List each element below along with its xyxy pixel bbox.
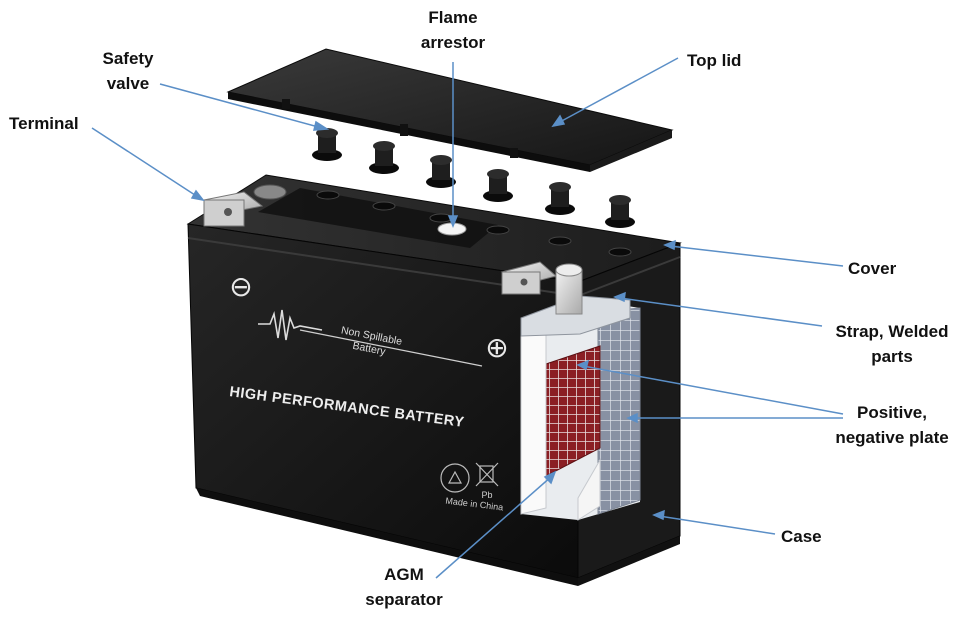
negative-terminal [202,184,287,227]
agm-separator-strip [520,325,547,515]
label-strap-line2: parts [871,346,913,366]
label-top-lid: Top lid [687,51,742,70]
plus-symbol: ⊕ [485,331,508,364]
label-flame-arrestor-line1: Flame [428,8,478,27]
positive-terminal [500,261,558,295]
leader-lines [91,57,844,579]
label-safety-valve: Safety valve [88,47,168,96]
minus-symbol: ⊖ [229,270,252,303]
recycle-icon [440,463,470,493]
cutaway-section [520,263,641,521]
label-case: Case [781,527,822,546]
label-plate-line2: negative plate [835,427,949,447]
label-safety-valve-line1: Safety [102,49,154,68]
label-plate-line1: Positive, [857,403,927,422]
label-agm-line2: separator [365,589,443,609]
label-strap-line1: Strap, Welded [835,322,949,341]
label-terminal: Terminal [9,114,79,133]
label-agm-separator: AGM separator [354,563,454,612]
waveform-logo [258,309,323,341]
safety-valve-caps [312,128,635,228]
bin-crossed-icon [475,462,499,487]
label-flame-arrestor: Flame arrestor [403,6,503,55]
label-safety-valve-line2: valve [106,73,150,93]
pb-mark: Pb [481,490,492,500]
label-strap-welded-parts: Strap, Welded parts [826,320,958,369]
label-flame-arrestor-line2: arrestor [420,32,486,52]
label-positive-negative-plate: Positive, negative plate [826,401,958,450]
top-lid-part [226,48,674,172]
label-cover: Cover [848,259,897,278]
label-agm-line1: AGM [384,565,424,584]
